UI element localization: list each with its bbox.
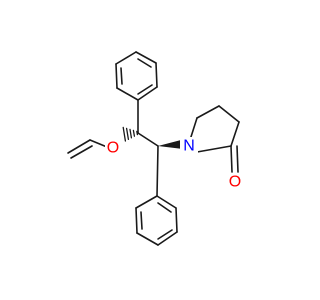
carbonyl-double-bond	[230, 145, 233, 173]
atom-labels: O N O	[105, 137, 243, 191]
ether-oxygen-label: O	[107, 140, 119, 157]
hashed-wedge-bond	[122, 126, 139, 142]
vinyl-double-bond-inner	[70, 145, 93, 159]
molecule-structure-diagram: O N O	[67, 51, 243, 246]
bond-c2-phenyl	[156, 145, 159, 197]
vinyl-double-bond	[67, 139, 91, 154]
upper-phenyl-ring	[115, 51, 158, 101]
carbonyl-oxygen-label: O	[229, 174, 241, 191]
bonds	[67, 51, 240, 246]
lower-phenyl-ring	[135, 195, 178, 246]
bond-o-vinyl	[89, 139, 108, 148]
bond-c1-c2	[137, 132, 159, 147]
nitrogen-label: N	[183, 138, 195, 155]
solid-wedge-bond	[158, 140, 183, 149]
pyrrolidinone-ring	[189, 105, 240, 173]
carbonyl-double-bond-second	[236, 145, 239, 173]
